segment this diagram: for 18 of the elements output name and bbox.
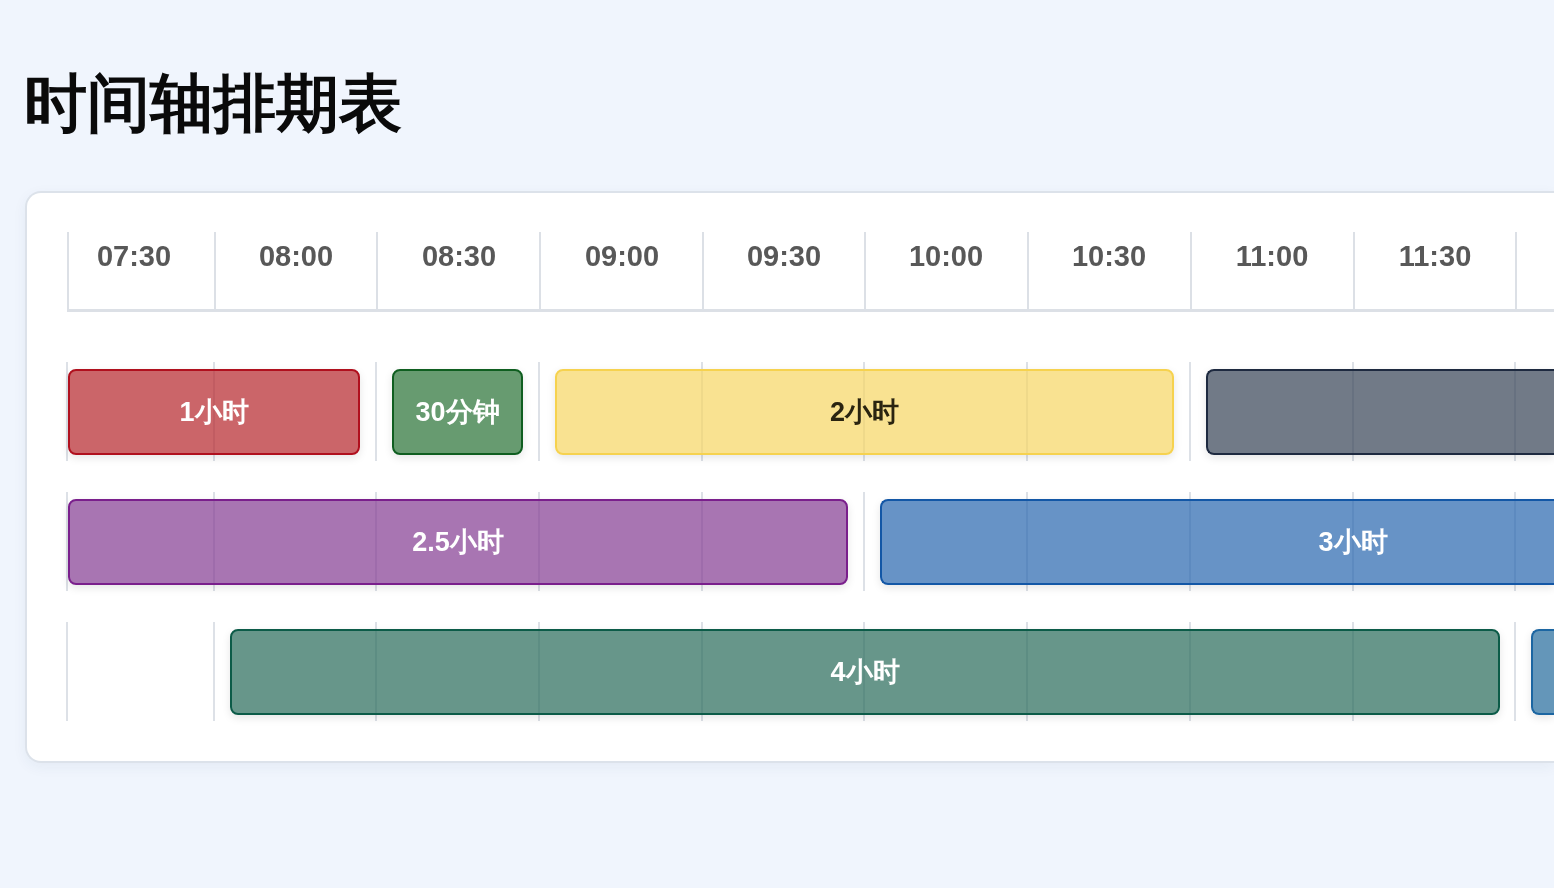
duration-bar: 2.5小时 [68,499,848,585]
time-cell: 10:30 [1027,232,1190,309]
time-cell: 11:30 [1353,232,1515,309]
duration-bar: 2小时 [555,369,1174,455]
duration-bar: 4小时 [230,629,1500,715]
time-cell: 08:00 [214,232,376,309]
duration-bar: 3小时 [880,499,1554,585]
time-cell: 07:30 [67,232,214,309]
time-cell: 10:00 [864,232,1027,309]
time-cell: 11:00 [1190,232,1353,309]
duration-bar: 30分钟 [392,369,523,455]
time-cell: 08:30 [376,232,539,309]
duration-bar: 1小时 [68,369,360,455]
duration-bar [1531,629,1554,715]
time-cell: 09:30 [702,232,864,309]
time-cell: 09:00 [539,232,702,309]
page-title: 时间轴排期表 [24,67,402,140]
duration-bar [1206,369,1554,455]
